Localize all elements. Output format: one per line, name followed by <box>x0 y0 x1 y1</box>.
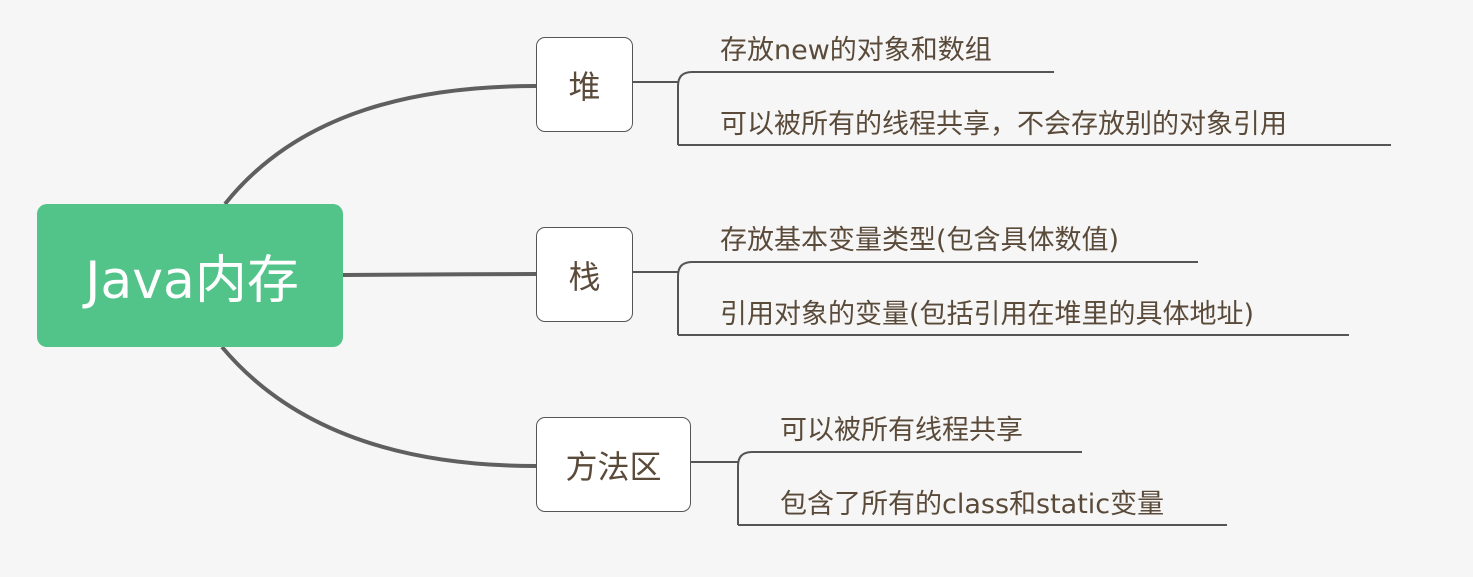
root-to-method-area-connector <box>220 345 537 468</box>
branch-method-area[interactable]: 方法区 <box>536 417 691 512</box>
leaf-stack-primitive-values[interactable]: 存放基本变量类型(包含具体数值) <box>720 225 1120 256</box>
branch-heap[interactable]: 堆 <box>536 37 633 132</box>
method-area-leaf-bracket <box>691 451 1227 526</box>
root-to-stack-connector <box>342 272 537 277</box>
leaf-heap-shared[interactable]: 可以被所有的线程共享，不会存放别的对象引用 <box>720 109 1287 140</box>
leaf-method-area-shared[interactable]: 可以被所有线程共享 <box>780 415 1023 446</box>
leaf-heap-stores-objects[interactable]: 存放new的对象和数组 <box>720 35 992 66</box>
leaf-method-area-class-static[interactable]: 包含了所有的class和static变量 <box>780 489 1165 520</box>
root-to-heap-connector <box>223 84 537 206</box>
leaf-stack-object-references[interactable]: 引用对象的变量(包括引用在堆里的具体地址) <box>720 299 1255 330</box>
branch-stack[interactable]: 栈 <box>536 227 633 322</box>
stack-leaf-bracket <box>633 261 1349 336</box>
heap-leaf-bracket <box>633 71 1391 146</box>
root-node[interactable]: Java内存 <box>37 204 343 347</box>
